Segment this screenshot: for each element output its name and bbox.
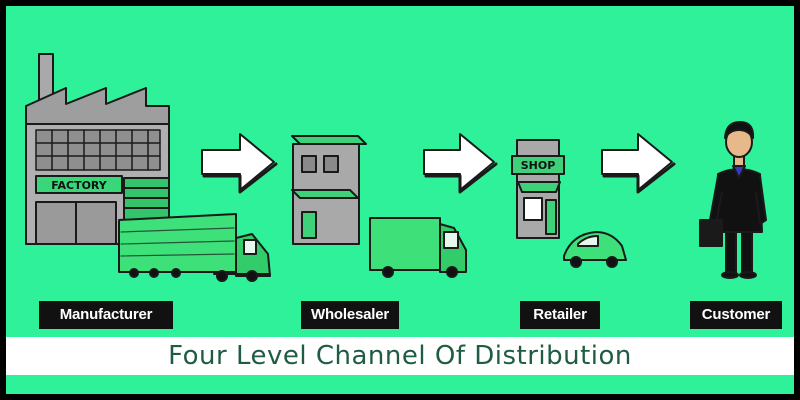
customer-illustration xyxy=(699,121,767,279)
factory-sign-text: FACTORY xyxy=(51,179,108,192)
arrow-2 xyxy=(423,133,495,191)
factory-illustration xyxy=(25,53,271,282)
diagram-title: Four Level Channel Of Distribution xyxy=(6,337,794,375)
manufacturer-label: Manufacturer xyxy=(39,301,173,329)
wholesaler-label: Wholesaler xyxy=(301,301,399,329)
distribution-scene: FACTORY SHOP xyxy=(25,53,767,282)
customer-label: Customer xyxy=(690,301,782,329)
shop-sign-text: SHOP xyxy=(521,159,556,172)
arrow-1 xyxy=(201,133,275,191)
warehouse-illustration xyxy=(291,135,467,278)
arrow-3 xyxy=(601,133,673,191)
shop-illustration xyxy=(511,139,627,268)
retailer-label: Retailer xyxy=(520,301,600,329)
